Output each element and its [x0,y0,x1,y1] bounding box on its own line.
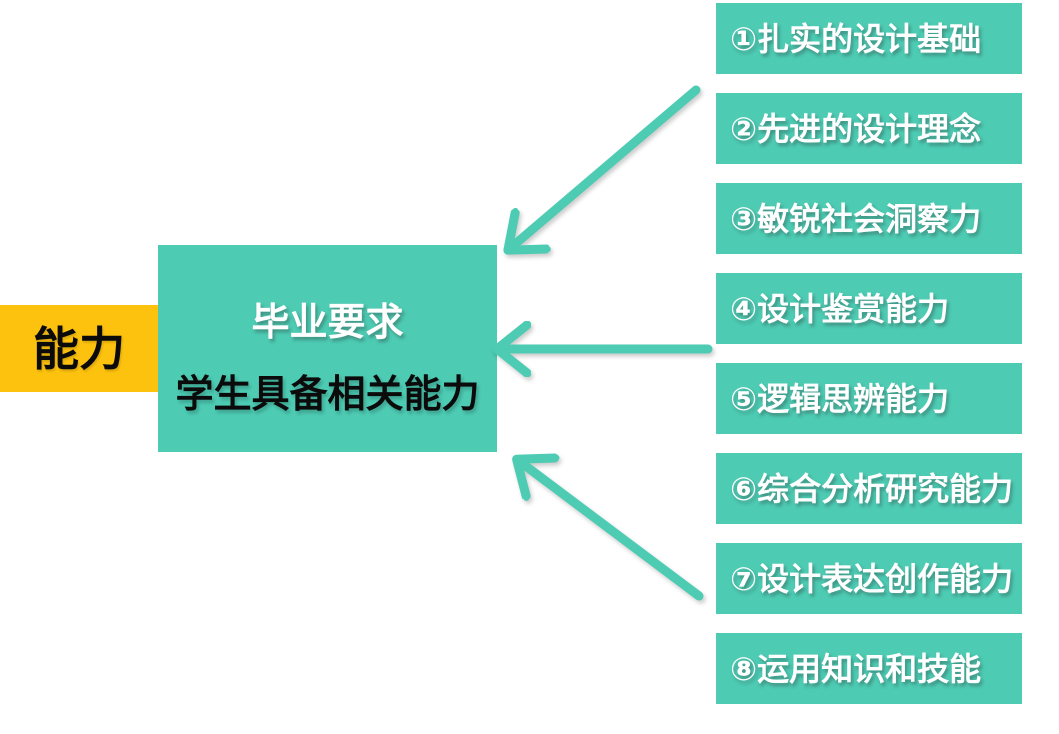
requirement-label: ⑧运用知识和技能 [730,649,982,688]
requirement-box: ⑤逻辑思辨能力 [716,363,1022,434]
requirement-box: ⑥综合分析研究能力 [716,453,1022,524]
requirement-box: ②先进的设计理念 [716,93,1022,164]
requirement-label: ③敏锐社会洞察力 [730,199,982,238]
requirement-label: ⑤逻辑思辨能力 [730,379,950,418]
requirement-box: ⑧运用知识和技能 [716,633,1022,704]
center-box-subtitle: 学生具备相关能力 [175,371,480,416]
requirements-list: ①扎实的设计基础 ②先进的设计理念 ③敏锐社会洞察力 ④设计鉴赏能力 ⑤逻辑思辨… [716,3,1022,704]
requirement-box: ④设计鉴赏能力 [716,273,1022,344]
requirement-box: ⑦设计表达创作能力 [716,543,1022,614]
center-box-title: 毕业要求 [251,299,404,344]
ability-label-box: 能力 [0,305,158,392]
requirement-label: ⑦设计表达创作能力 [730,559,1014,598]
arrow-bottom-icon [523,464,704,601]
requirement-box: ③敏锐社会洞察力 [716,183,1022,254]
requirement-box: ①扎实的设计基础 [716,3,1022,74]
requirement-label: ②先进的设计理念 [730,109,982,148]
ability-label: 能力 [33,321,125,376]
requirement-label: ④设计鉴赏能力 [730,289,950,328]
requirement-label: ①扎实的设计基础 [730,19,982,58]
arrow-top-icon [514,85,701,245]
graduation-requirement-box: 毕业要求 学生具备相关能力 [158,245,497,452]
requirement-label: ⑥综合分析研究能力 [730,469,1014,508]
